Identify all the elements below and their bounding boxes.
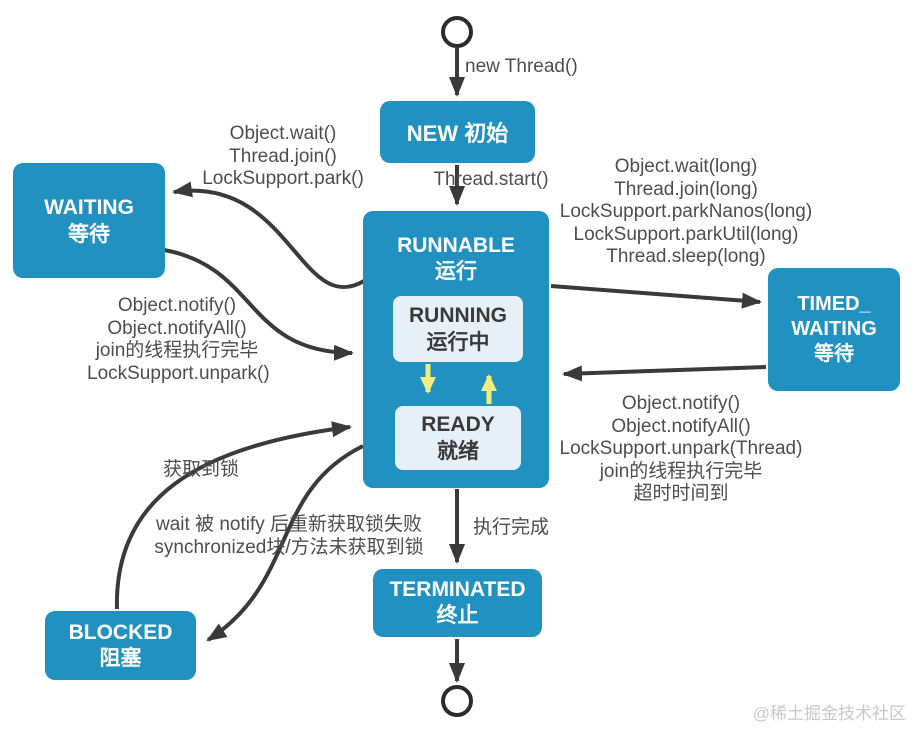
label-new-thread: new Thread() bbox=[465, 56, 578, 77]
start-state-circle bbox=[441, 16, 473, 48]
edge-timed-waiting-to-runnable bbox=[562, 365, 767, 382]
label-waiting-to-runnable: Object.notify() Object.notifyAll() join的… bbox=[87, 295, 270, 384]
node-running-label: RUNNING 运行中 bbox=[409, 304, 507, 354]
node-terminated-label: TERMINATED 终止 bbox=[389, 578, 526, 627]
node-blocked: BLOCKED 阻塞 bbox=[45, 611, 196, 680]
label-runnable-to-blocked: wait 被 notify 后重新获取锁失败 synchronized块/方法未… bbox=[154, 514, 424, 558]
node-waiting-label: WAITING 等待 bbox=[44, 195, 134, 246]
node-blocked-label: BLOCKED 阻塞 bbox=[68, 620, 173, 670]
watermark: @稀土掘金技术社区 bbox=[752, 704, 906, 723]
edge-waiting-to-runnable bbox=[163, 248, 354, 361]
label-thread-start: Thread.start() bbox=[433, 169, 549, 190]
node-ready: READY 就绪 bbox=[395, 406, 521, 470]
label-runnable-to-waiting: Object.wait() Thread.join() LockSupport.… bbox=[202, 123, 364, 189]
node-waiting: WAITING 等待 bbox=[13, 163, 165, 278]
node-timed-waiting-label: TIMED_ WAITING 等待 bbox=[791, 293, 877, 365]
node-new-label: NEW 初始 bbox=[406, 121, 509, 146]
label-runnable-to-terminated: 执行完成 bbox=[472, 517, 549, 538]
edge-runnable-to-timed-waiting bbox=[550, 284, 762, 309]
node-running: RUNNING 运行中 bbox=[393, 296, 523, 362]
label-blocked-to-runnable: 获取到锁 bbox=[162, 459, 239, 480]
node-new: NEW 初始 bbox=[380, 101, 535, 163]
edge-runnable-to-waiting bbox=[172, 181, 365, 290]
node-terminated: TERMINATED 终止 bbox=[373, 569, 542, 637]
label-timed-waiting-to-runnable: Object.notify() Object.notifyAll() LockS… bbox=[559, 393, 803, 504]
node-timed-waiting: TIMED_ WAITING 等待 bbox=[768, 268, 900, 391]
node-runnable-label: RUNNABLE 运行 bbox=[397, 234, 515, 283]
end-state-circle bbox=[441, 685, 473, 717]
edge-blocked-to-runnable bbox=[114, 421, 352, 610]
node-ready-label: READY 就绪 bbox=[421, 413, 495, 463]
edge-runnable-to-blocked bbox=[206, 444, 364, 642]
label-runnable-to-timed-waiting: Object.wait(long) Thread.join(long) Lock… bbox=[559, 156, 813, 267]
